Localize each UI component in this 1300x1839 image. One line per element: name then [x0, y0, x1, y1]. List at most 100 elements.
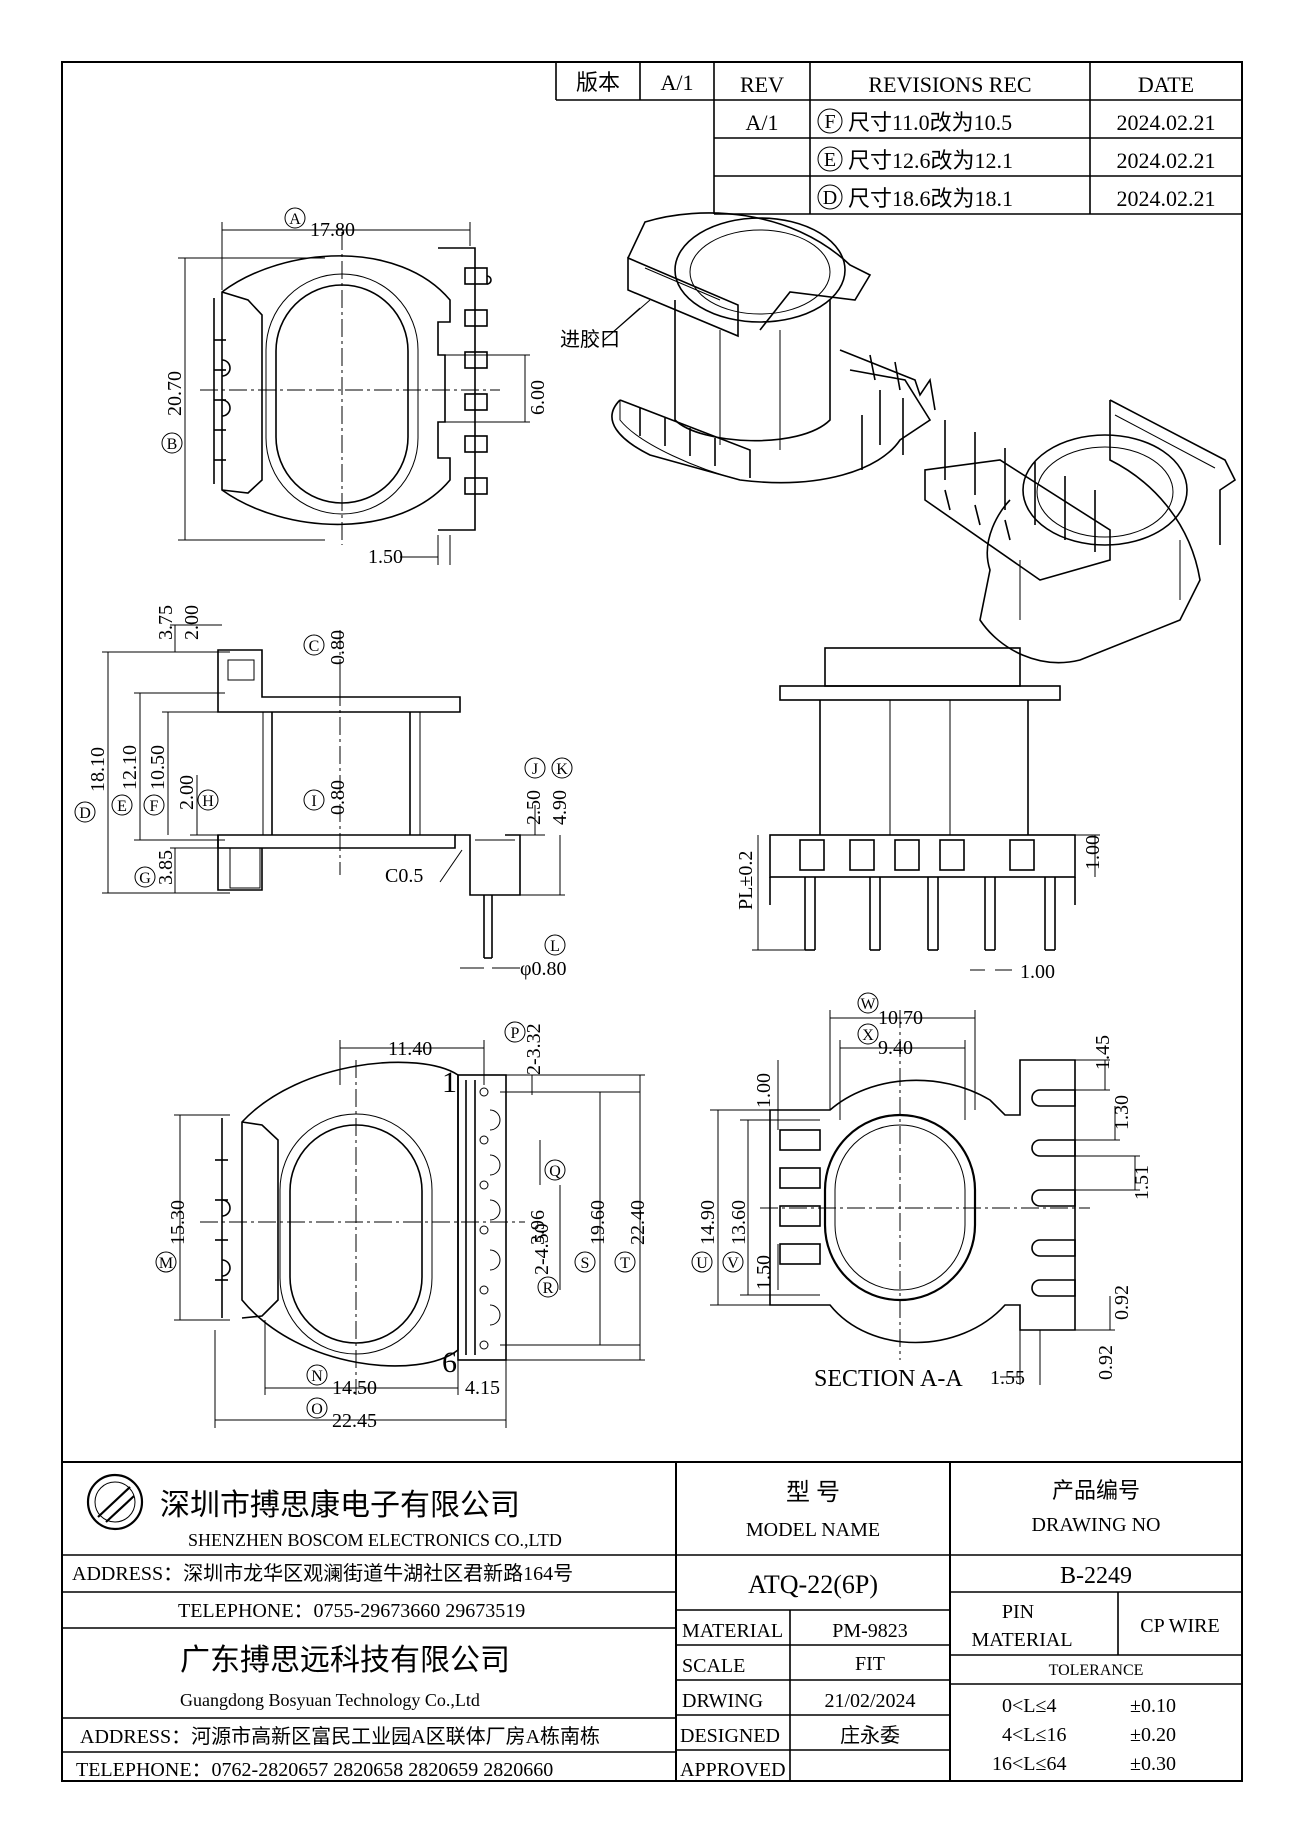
section-155-val: 1.55: [990, 1367, 1025, 1389]
side-1050-val: 10.50: [147, 745, 169, 790]
section-092a-val: 0.92: [1111, 1285, 1133, 1320]
drwing-label: DRWING: [682, 1690, 763, 1712]
address-2: ADDRESS：河源市高新区富民工业园A区联体厂房A栋南栋: [80, 1725, 600, 1748]
sheet-border: [61, 61, 1243, 1782]
tol-value-1: ±0.10: [1130, 1695, 1176, 1717]
rev-row-1-text: 尺寸11.0改为10.5: [848, 110, 1012, 135]
material-value: PM-9823: [832, 1620, 908, 1642]
tol-value-3: ±0.30: [1130, 1753, 1176, 1775]
bottom-m-mark: M: [159, 1255, 173, 1272]
bottom-o-mark: O: [311, 1401, 323, 1418]
section-x-mark: X: [862, 1027, 874, 1044]
pin-6-label: 6: [442, 1346, 457, 1379]
side-e-mark: E: [117, 798, 127, 815]
rev-row-1-mark: F: [824, 111, 835, 133]
side-080a-val: 0.80: [327, 630, 349, 665]
rev-row-1-date: 2024.02.21: [1117, 110, 1216, 135]
bottom-t-mark: T: [620, 1255, 630, 1272]
tol-range-3: 16<L≤64: [992, 1753, 1066, 1775]
front-pl-val: PL±0.2: [735, 851, 757, 910]
company2-en: Guangdong Bosyuan Technology Co.,Ltd: [180, 1690, 480, 1710]
side-250-val: 2.50: [523, 790, 545, 825]
company-logo: [86, 1473, 144, 1531]
top-a-mark: A: [289, 211, 301, 228]
top-b-val: 20.70: [164, 371, 186, 416]
pin-1-label: 1: [442, 1066, 457, 1099]
side-200a-val: 2.00: [181, 605, 203, 640]
section-940-val: 9.40: [878, 1037, 913, 1059]
approved-label: APPROVED: [680, 1759, 786, 1781]
model-value: ATQ-22(6P): [748, 1570, 878, 1599]
side-375-val: 3.75: [155, 605, 177, 640]
side-490-val: 4.90: [549, 790, 571, 825]
bottom-r-mark: R: [543, 1280, 554, 1297]
rev-row-2-date: 2024.02.21: [1117, 148, 1216, 173]
address-1: ADDRESS：深圳市龙华区观澜街道牛湖社区君新路164号: [72, 1562, 573, 1585]
tol-range-2: 4<L≤16: [1002, 1724, 1066, 1746]
side-200b-val: 2.00: [176, 775, 198, 810]
side-chamfer-val: C0.5: [385, 865, 423, 887]
rev-row-3-date: 2024.02.21: [1117, 186, 1216, 211]
side-j-mark: J: [532, 761, 538, 778]
section-1360-val: 13.60: [728, 1200, 750, 1245]
section-view: W 10.70 X 9.40 1.00 U 14.90 V 13.60 1.50…: [691, 992, 1153, 1392]
rev-row-3-mark: D: [823, 187, 837, 209]
bottom-view: 1 6 11.40 P 2-3.32 Q 3.96 R 2-4.50 S 19.…: [155, 1021, 649, 1432]
side-385-val: 3.85: [155, 850, 177, 885]
scale-value: FIT: [855, 1653, 885, 1675]
top-six-val: 6.00: [527, 380, 549, 415]
drawing-value: B-2249: [1060, 1563, 1132, 1589]
front-view: PL±0.2 1.00 1.00: [735, 647, 1104, 983]
pin-value: CP WIRE: [1140, 1615, 1219, 1637]
tol-range-1: 0<L≤4: [1002, 1695, 1056, 1717]
telephone-1: TELEPHONE：0755-29673660 29673519: [178, 1600, 525, 1622]
date-header: DATE: [1138, 72, 1194, 97]
material-label: MATERIAL: [682, 1620, 783, 1642]
section-130-val: 1.30: [1111, 1095, 1133, 1130]
bottom-2245-val: 22.45: [332, 1410, 377, 1432]
side-l-mark: L: [550, 938, 560, 955]
section-092b-val: 0.92: [1095, 1345, 1117, 1380]
telephone-2: TELEPHONE：0762-2820657 2820658 2820659 2…: [76, 1759, 553, 1781]
top-b-mark: B: [167, 436, 178, 453]
bottom-1140-val: 11.40: [388, 1038, 432, 1060]
section-145-val: 1.45: [1092, 1035, 1114, 1070]
version-label: 版本: [576, 70, 620, 95]
section-title: SECTION A-A: [814, 1366, 963, 1392]
front-100a-val: 1.00: [1082, 835, 1104, 870]
designed-label: DESIGNED: [680, 1725, 780, 1747]
bottom-1530-val: 15.30: [167, 1200, 189, 1245]
side-h-mark: H: [202, 793, 214, 810]
section-150-val: 1.50: [753, 1255, 775, 1290]
drwing-value: 21/02/2024: [824, 1690, 915, 1712]
side-080b-val: 0.80: [327, 780, 349, 815]
bottom-396-val: 3.96: [527, 1210, 549, 1245]
tolerance-label: TOLERANCE: [1049, 1662, 1144, 1679]
revisions-header: REVISIONS REC: [868, 72, 1031, 97]
pin-label-1: PIN: [1002, 1601, 1034, 1623]
company2-cn: 广东搏思远科技有限公司: [180, 1644, 510, 1677]
side-f-mark: F: [150, 798, 159, 815]
bottom-1960-val: 19.60: [587, 1200, 609, 1245]
bottom-1450-val: 14.50: [332, 1377, 377, 1399]
scale-label: SCALE: [682, 1655, 745, 1677]
rev-row-2-text: 尺寸12.6改为12.1: [848, 148, 1013, 173]
section-1490-val: 14.90: [697, 1200, 719, 1245]
top-a-val: 17.80: [310, 219, 355, 241]
side-d-mark: D: [79, 805, 91, 822]
side-1210-val: 12.10: [119, 745, 141, 790]
front-100b-val: 1.00: [1020, 961, 1055, 983]
gate-label: 进胶口: [560, 328, 620, 351]
top-view: A 17.80 B 20.70 6.00 1.50: [161, 207, 549, 568]
top-one-five-val: 1.50: [368, 546, 403, 568]
model-en: MODEL NAME: [746, 1519, 880, 1541]
bottom-q-mark: Q: [549, 1163, 561, 1180]
section-151-val: 1.51: [1131, 1165, 1153, 1200]
section-v-mark: V: [727, 1255, 739, 1272]
designed-value: 庄永委: [840, 1724, 900, 1747]
drawing-en: DRAWING NO: [1032, 1514, 1161, 1536]
rev-marker-circle: [817, 146, 843, 172]
bottom-332-val: 2-3.32: [523, 1023, 545, 1075]
side-i-mark: I: [311, 793, 316, 810]
